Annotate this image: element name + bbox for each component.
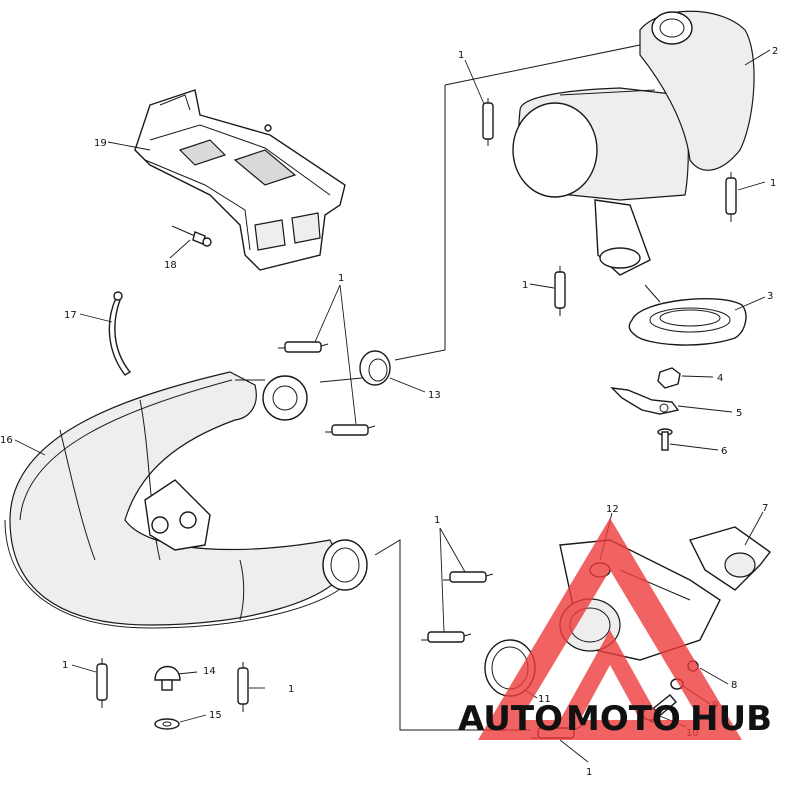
- spring-1g: [421, 631, 472, 643]
- part-14-grommet: [154, 665, 181, 691]
- watermark-logo: [478, 518, 742, 740]
- callout-2: 2: [772, 46, 778, 57]
- watermark-auto: AUTO: [458, 699, 563, 739]
- callout-1: 1: [522, 280, 528, 291]
- part-19-bracket: [134, 89, 346, 271]
- callout-4: 4: [717, 373, 723, 384]
- watermark-inner-mark-icon: [560, 630, 660, 720]
- assembly-lines: [319, 44, 661, 731]
- callout-3: 3: [767, 291, 773, 302]
- connector-line-3: [644, 284, 661, 303]
- callout-1: 1: [586, 767, 592, 778]
- callout-16: 16: [0, 435, 13, 446]
- callout-19: 19: [94, 138, 107, 149]
- leader-lines: [14, 49, 771, 763]
- connector-line-13: [319, 377, 363, 383]
- connector-line-upper: [394, 85, 446, 361]
- callout-18: 18: [164, 260, 177, 271]
- callout-7: 7: [762, 503, 768, 514]
- part-18-bolt: [171, 225, 212, 247]
- part-7-gasket-plate: [688, 526, 771, 591]
- callout-12: 12: [606, 504, 619, 515]
- connector-line-top: [444, 44, 641, 86]
- watermark-triangle-icon: [478, 518, 742, 740]
- spring-1a: [482, 98, 494, 146]
- callout-1: 1: [288, 684, 294, 695]
- callout-17: 17: [64, 310, 77, 321]
- callout-13: 13: [428, 390, 441, 401]
- part-3-gasket: [628, 297, 747, 346]
- callout-1: 1: [434, 515, 440, 526]
- watermark-moto: MOTO: [566, 699, 681, 739]
- spring-1h: [96, 658, 108, 708]
- part-5-tab-washer: [610, 387, 680, 415]
- callout-1: 1: [338, 273, 344, 284]
- part-6-pin: [657, 428, 673, 451]
- callout-14: 14: [203, 666, 216, 677]
- callout-6: 6: [721, 446, 727, 457]
- connector-line-lower: [374, 539, 530, 731]
- callout-1: 1: [458, 50, 464, 61]
- callout-8: 8: [731, 680, 737, 691]
- part-2-silencer: [512, 10, 755, 276]
- part-13-seal: [359, 350, 391, 386]
- part-4-nut: [657, 367, 681, 389]
- callout-1: 1: [770, 178, 776, 189]
- callout-11: 11: [538, 694, 551, 705]
- watermark-hub: HUB: [690, 699, 772, 739]
- spring-1d: [278, 341, 329, 353]
- spring-1b: [725, 172, 737, 222]
- callout-15: 15: [209, 710, 222, 721]
- spring-1f: [443, 571, 494, 583]
- spring-1i: [237, 662, 249, 712]
- spring-1c: [554, 266, 566, 316]
- spring-1e: [325, 424, 376, 436]
- callout-5: 5: [736, 408, 742, 419]
- watermark-wordmark: AUTO MOTO HUB: [458, 699, 772, 739]
- part-16-expansion-chamber: [4, 371, 368, 629]
- part-15-washer: [154, 718, 180, 730]
- part-17-strap: [108, 291, 132, 376]
- callout-1: 1: [62, 660, 68, 671]
